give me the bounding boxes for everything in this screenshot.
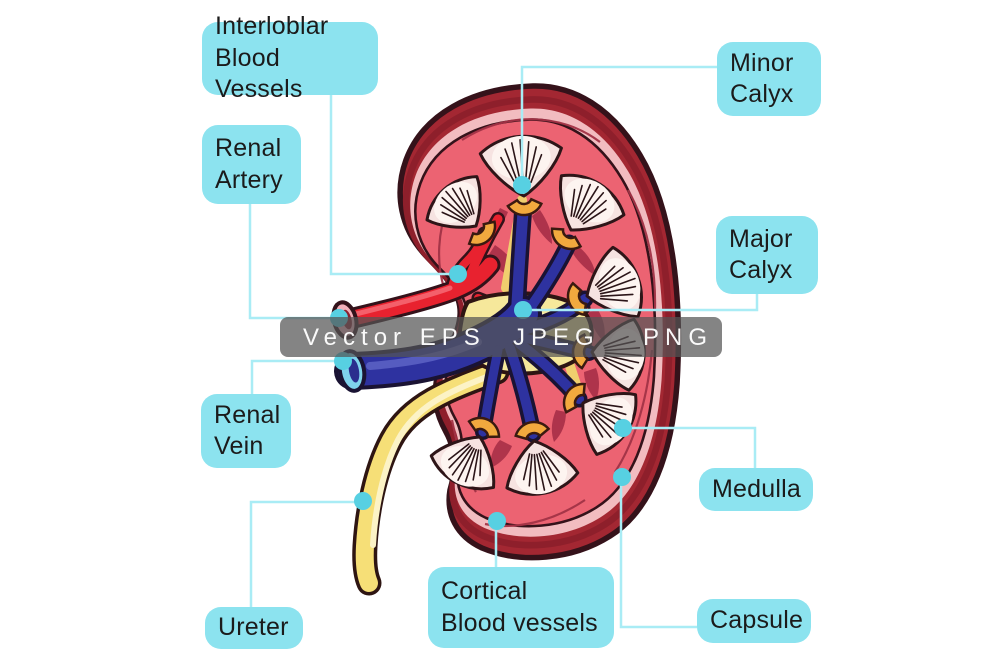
major-calyx-connector-line xyxy=(523,294,759,312)
renal-artery-connector-line xyxy=(248,204,339,320)
capsule-inner-shade xyxy=(403,96,673,549)
watermark-text-png: PNG xyxy=(643,324,714,351)
minor-calyx-label: Minor Calyx xyxy=(717,42,821,116)
watermark-text-jpeg: JPEG xyxy=(513,324,600,351)
ureter-connector-line xyxy=(249,500,363,607)
renal-vein-connector-line xyxy=(250,359,343,394)
watermark-bar: Vector EPS JPEG PNG xyxy=(280,317,722,357)
medulla-marker-dot xyxy=(614,419,632,437)
renal-pyramids xyxy=(425,134,646,496)
capsule-label: Capsule xyxy=(697,599,811,643)
minor-calyx-cup xyxy=(506,197,544,217)
minor-calyx-cup xyxy=(467,416,501,439)
interlobular-blood-vessels-label: Interloblar Blood Vessels xyxy=(202,12,378,103)
ureter-marker-dot xyxy=(354,492,372,510)
ureter-tube xyxy=(352,359,510,596)
major-calyx-label: Major Calyx xyxy=(716,216,818,294)
renal-vein-label: Renal Vein xyxy=(201,394,291,468)
watermark-text-vector-eps: Vector EPS xyxy=(303,324,486,351)
minor-calyx-connector-line xyxy=(520,65,717,185)
capsule-connector-line xyxy=(619,477,697,629)
medulla-connector-line xyxy=(623,426,757,468)
minor-calyx-cup xyxy=(550,227,583,251)
cortical-blood-vessels-marker-dot xyxy=(488,512,506,530)
minor-calyx-marker-dot xyxy=(513,176,531,194)
connector-layer xyxy=(248,65,759,629)
minor-calyx-cup xyxy=(467,220,497,247)
pyramid-fan-lines xyxy=(448,443,482,483)
pyramid-fan-lines xyxy=(594,265,637,302)
renal-artery-label: Renal Artery xyxy=(202,125,301,204)
cortical-blood-vessels-label: Cortical Blood vessels xyxy=(428,567,614,648)
minor-calyx-cup xyxy=(514,420,551,441)
interlobular-blood-vessels-connector-line xyxy=(329,95,458,276)
pyramid-fan-lines xyxy=(570,183,607,225)
pyramid-fan-lines xyxy=(439,187,475,223)
major-calyx-marker-dot xyxy=(514,301,532,319)
capsule-marker-dot xyxy=(613,468,631,486)
pyramid-fan-lines xyxy=(522,450,560,491)
medulla-label: Medulla xyxy=(699,468,813,511)
minor-calyx-cup xyxy=(562,382,587,414)
interlobular-blood-vessels-marker-dot xyxy=(449,265,467,283)
ureter-label: Ureter xyxy=(205,607,303,649)
artery-highlight xyxy=(349,285,453,318)
